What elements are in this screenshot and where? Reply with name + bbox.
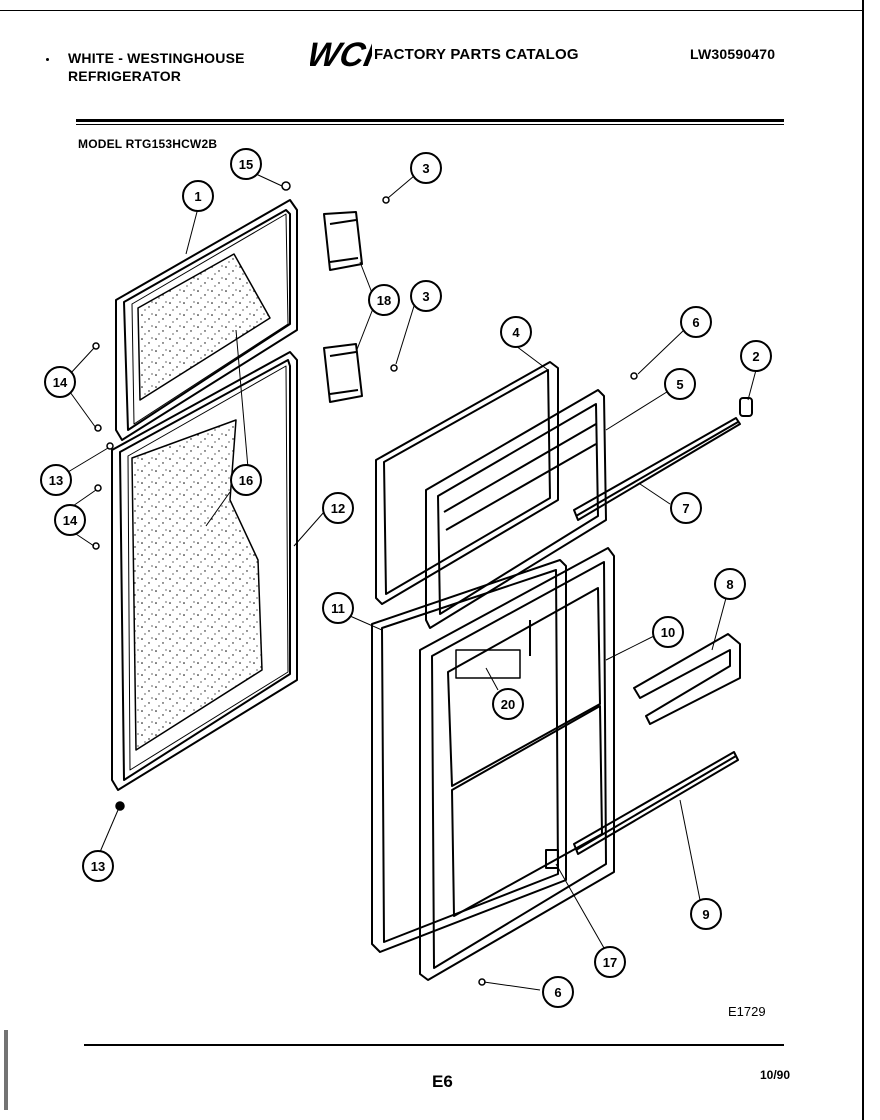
callout-13-lower: 13 bbox=[82, 850, 114, 882]
svg-text:2: 2 bbox=[752, 349, 759, 364]
door-shelf-bracket-upper bbox=[323, 211, 363, 271]
page-number: E6 bbox=[432, 1072, 453, 1091]
page-border-top bbox=[0, 10, 862, 11]
callout-labels: 1 15 3 3 18 14 13 14 16 12 13 4 6 2 5 7 … bbox=[40, 148, 772, 1008]
callout-16: 16 bbox=[230, 464, 262, 496]
fresh-food-door-shelf bbox=[633, 633, 741, 725]
leader-lines bbox=[67, 173, 757, 991]
door-stop-clip bbox=[739, 397, 753, 417]
bullet-mark bbox=[46, 58, 49, 61]
brand-block: WHITE - WESTINGHOUSE REFRIGERATOR bbox=[68, 49, 245, 85]
callout-17: 17 bbox=[594, 946, 626, 978]
svg-text:8: 8 bbox=[726, 577, 733, 592]
door-trim-strip bbox=[573, 751, 739, 855]
brand-line-2: REFRIGERATOR bbox=[68, 68, 182, 84]
svg-text:10: 10 bbox=[661, 625, 675, 640]
svg-text:4: 4 bbox=[512, 325, 520, 340]
svg-text:13: 13 bbox=[91, 859, 105, 874]
svg-text:15: 15 bbox=[239, 157, 253, 172]
screw-fasteners bbox=[92, 181, 638, 986]
callout-6-lower: 6 bbox=[542, 976, 574, 1008]
freezer-shelf-rail bbox=[573, 417, 741, 521]
svg-text:6: 6 bbox=[692, 315, 699, 330]
header-rule-thin bbox=[76, 124, 784, 125]
callout-8: 8 bbox=[714, 568, 746, 600]
scan-edge-mark bbox=[4, 1030, 8, 1110]
door-switch-actuator bbox=[545, 849, 559, 869]
freezer-door-gasket bbox=[375, 361, 559, 605]
callout-12: 12 bbox=[322, 492, 354, 524]
callout-9: 9 bbox=[690, 898, 722, 930]
fresh-food-door-gasket bbox=[371, 559, 567, 953]
callout-14-lower: 14 bbox=[54, 504, 86, 536]
header-rule-thick bbox=[76, 119, 784, 122]
page-border-right bbox=[862, 0, 864, 1120]
svg-text:6: 6 bbox=[554, 985, 561, 1000]
wci-logo-text: WCI bbox=[310, 36, 372, 72]
callout-4: 4 bbox=[500, 316, 532, 348]
svg-text:9: 9 bbox=[702, 907, 709, 922]
footer-rule bbox=[84, 1044, 784, 1046]
callout-13-upper: 13 bbox=[40, 464, 72, 496]
callout-5: 5 bbox=[664, 368, 696, 400]
svg-text:1: 1 bbox=[194, 189, 201, 204]
svg-text:13: 13 bbox=[49, 473, 63, 488]
svg-text:14: 14 bbox=[63, 513, 78, 528]
svg-text:20: 20 bbox=[501, 697, 515, 712]
callout-7: 7 bbox=[670, 492, 702, 524]
door-shelf-bracket-lower bbox=[323, 343, 363, 403]
svg-text:11: 11 bbox=[331, 601, 345, 616]
wci-logo: WCI bbox=[310, 36, 372, 72]
catalog-code: LW30590470 bbox=[690, 46, 776, 62]
callout-3-lower: 3 bbox=[410, 280, 442, 312]
callout-1: 1 bbox=[182, 180, 214, 212]
callout-11: 11 bbox=[322, 592, 354, 624]
callout-10: 10 bbox=[652, 616, 684, 648]
fresh-food-door-liner bbox=[419, 547, 615, 981]
svg-text:14: 14 bbox=[53, 375, 68, 390]
revision-date: 10/90 bbox=[760, 1068, 791, 1082]
svg-text:5: 5 bbox=[676, 377, 683, 392]
callout-14-upper: 14 bbox=[44, 366, 76, 398]
callout-2: 2 bbox=[740, 340, 772, 372]
callout-18: 18 bbox=[368, 284, 400, 316]
catalog-title: FACTORY PARTS CATALOG bbox=[374, 46, 579, 63]
svg-text:18: 18 bbox=[377, 293, 391, 308]
fresh-food-door-panel bbox=[111, 351, 298, 791]
freezer-door-liner bbox=[425, 389, 607, 629]
callout-6-upper: 6 bbox=[680, 306, 712, 338]
svg-text:7: 7 bbox=[682, 501, 689, 516]
callout-20: 20 bbox=[492, 688, 524, 720]
model-number: MODEL RTG153HCW2B bbox=[78, 137, 218, 151]
svg-text:12: 12 bbox=[331, 501, 345, 516]
brand-line-1: WHITE - WESTINGHOUSE bbox=[68, 50, 245, 66]
callout-3-upper: 3 bbox=[410, 152, 442, 184]
svg-text:17: 17 bbox=[603, 955, 617, 970]
callout-15: 15 bbox=[230, 148, 262, 180]
svg-text:3: 3 bbox=[422, 289, 429, 304]
freezer-door-panel bbox=[115, 199, 298, 441]
figure-reference: E1729 bbox=[728, 1004, 766, 1019]
svg-text:16: 16 bbox=[239, 473, 253, 488]
svg-text:3: 3 bbox=[422, 161, 429, 176]
